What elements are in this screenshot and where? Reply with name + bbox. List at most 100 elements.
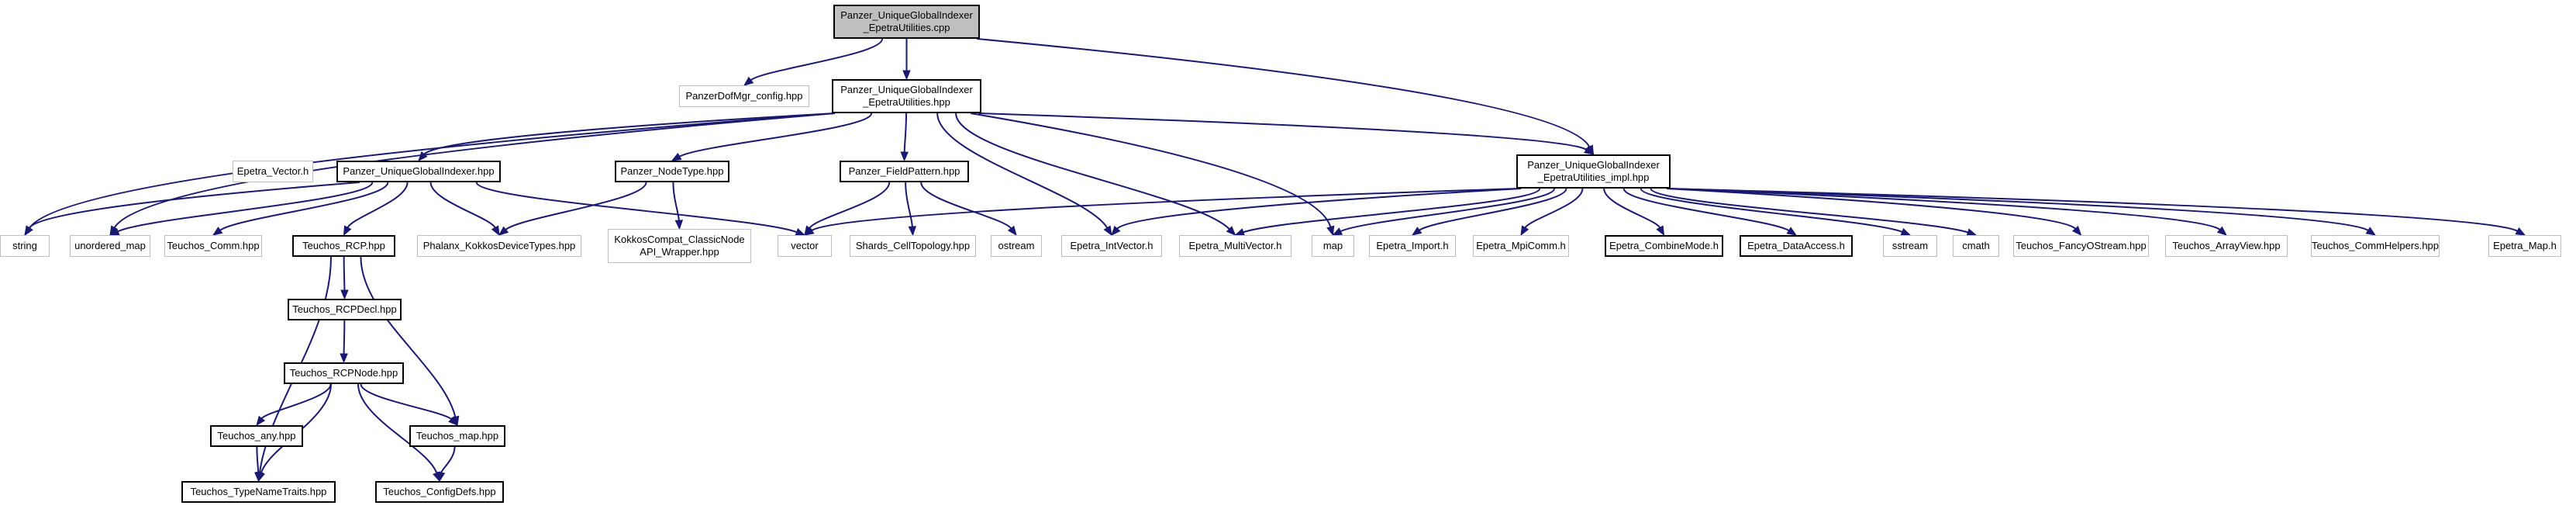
node-label-line: Teuchos_map.hpp [416,430,499,441]
node-label: Panzer_UniqueGlobalIndexer_EpetraUtiliti… [1527,159,1660,184]
node-label: Epetra_DataAccess.h [1747,240,1845,252]
arrowhead [2071,225,2082,236]
node-eu-impl[interactable]: Panzer_UniqueGlobalIndexer_EpetraUtiliti… [1516,154,1671,189]
node-label-line: Panzer_UniqueGlobalIndexer [840,84,973,95]
arrowhead [24,225,33,237]
edge-rcpnode-to-t-any [260,383,332,420]
node-label: Epetra_CombineMode.h [1609,240,1719,252]
node-label: Teuchos_RCPNode.hpp [290,367,398,379]
node-map: map [1312,235,1354,257]
node-label: sstream [1892,240,1928,252]
node-label-line: Panzer_UniqueGlobalIndexer [840,9,973,21]
arrowhead [671,152,682,161]
node-label: Panzer_UniqueGlobalIndexer.hpp [343,165,494,178]
node-label: Epetra_MpiComm.h [1476,240,1566,252]
edge-eu-hpp-to-multivector [955,113,1230,230]
edge-rcpdecl-to-rcpnode [343,320,346,355]
node-label-line: Teuchos_RCP.hpp [302,240,385,251]
node-label-line: unordered_map [74,240,146,251]
node-label-line: Epetra_Import.h [1376,240,1449,251]
node-label-line: Teuchos_TypeNameTraits.hpp [190,486,327,497]
node-label-line: _EpetraUtilities_impl.hpp [1537,171,1650,183]
edge-eu-hpp-to-nodetype [679,113,873,158]
node-label-line: Teuchos_CommHelpers.hpp [2311,240,2440,251]
node-t-map[interactable]: Teuchos_map.hpp [409,425,505,447]
node-nodetype[interactable]: Panzer_NodeType.hpp [615,161,729,182]
node-ugi-hpp[interactable]: Panzer_UniqueGlobalIndexer.hpp [336,161,501,182]
edge-nodetype-to-phalanx [505,182,647,230]
node-fieldpattern[interactable]: Panzer_FieldPattern.hpp [840,161,969,182]
arrowhead [448,416,458,426]
node-label-line: Teuchos_FancyOStream.hpp [2016,240,2147,251]
node-dofcfg: PanzerDofMgr_config.hpp [679,85,809,107]
edge-eu-impl-to-map [1340,188,1556,233]
node-label: string [12,240,37,252]
edge-fieldpattern-to-ostream [920,182,1012,230]
node-label-line: Epetra_Map.h [2493,240,2557,251]
node-root[interactable]: Panzer_UniqueGlobalIndexer_EpetraUtiliti… [833,5,980,39]
arrowhead [109,227,120,236]
node-label: Teuchos_CommHelpers.hpp [2312,240,2439,252]
node-label-line: Panzer_FieldPattern.hpp [848,165,960,177]
node-label: Teuchos_RCPDecl.hpp [292,303,396,316]
node-label: Epetra_MultiVector.h [1189,240,1282,252]
arrowhead [1332,227,1343,236]
arrowhead [900,151,909,162]
node-label: PanzerDofMgr_config.hpp [685,90,802,102]
node-vector: vector [778,235,832,257]
node-configdefs[interactable]: Teuchos_ConfigDefs.hpp [375,481,504,503]
node-label-line: Teuchos_Comm.hpp [167,240,260,251]
arrowhead [2515,227,2526,236]
node-label-line: Epetra_MpiComm.h [1476,240,1566,251]
edge-eu-impl-to-ep-combine [1603,188,1661,229]
node-intvector: Epetra_IntVector.h [1061,235,1162,257]
node-t-rcp[interactable]: Teuchos_RCP.hpp [292,235,395,257]
node-sstream: sstream [1883,235,1937,257]
edge-t-any-to-typename [256,446,260,473]
node-ep-data[interactable]: Epetra_DataAccess.h [1740,235,1853,257]
node-label-line: Epetra_MultiVector.h [1188,240,1282,251]
edge-eu-impl-to-ep-import [1419,188,1567,231]
node-label: Teuchos_Comm.hpp [167,240,259,252]
node-phalanx: Phalanx_KokkosDeviceTypes.hpp [417,235,581,257]
arrowhead [743,76,754,86]
arrowhead [908,226,917,237]
node-ep-combine[interactable]: Epetra_CombineMode.h [1605,235,1723,257]
edge-ugi-hpp-to-t-rcp [347,182,409,228]
edge-root-to-eu-impl [976,38,1591,147]
node-eu-hpp[interactable]: Panzer_UniqueGlobalIndexer_EpetraUtiliti… [832,79,981,113]
node-label: Epetra_Import.h [1376,240,1448,252]
node-label-line: sstream [1891,240,1929,251]
edge-eu-impl-to-fancyo [1666,188,2076,230]
node-typename[interactable]: Teuchos_TypeNameTraits.hpp [181,481,336,503]
edge-eu-impl-to-ep-data [1623,188,1790,232]
node-multivector: Epetra_MultiVector.h [1179,235,1291,257]
node-label: vector [791,240,818,252]
node-label: Phalanx_KokkosDeviceTypes.hpp [423,240,576,252]
node-label-line: API_Wrapper.hpp [640,246,719,258]
arrowhead [674,220,684,230]
node-label: Teuchos_ArrayView.hpp [2172,240,2280,252]
arrowhead [1656,225,1665,237]
edge-eu-impl-to-arrayview [1667,188,2221,230]
edge-fieldpattern-to-vector [809,182,891,229]
node-label: Teuchos_ConfigDefs.hpp [383,486,495,498]
node-label-line: Teuchos_any.hpp [217,430,296,441]
edge-rcpnode-to-t-map [360,383,452,421]
node-label-line: Epetra_DataAccess.h [1747,240,1845,251]
arrowhead [498,226,509,236]
node-rcpdecl[interactable]: Teuchos_RCPDecl.hpp [288,299,402,320]
node-ep-import: Epetra_Import.h [1369,235,1456,257]
node-t-any[interactable]: Teuchos_any.hpp [210,425,303,447]
arrowhead [340,353,348,364]
arrowhead [491,225,500,237]
edge-ugi-hpp-to-t-comm [219,182,389,231]
node-label: Teuchos_FancyOStream.hpp [2016,240,2146,252]
arrowhead [1111,225,1121,236]
arrowhead [1520,225,1529,237]
node-label: Panzer_FieldPattern.hpp [849,165,960,178]
node-string: string [0,235,50,257]
node-rcpnode[interactable]: Teuchos_RCPNode.hpp [284,362,404,384]
edge-eu-hpp-to-eu-impl [978,113,1587,151]
